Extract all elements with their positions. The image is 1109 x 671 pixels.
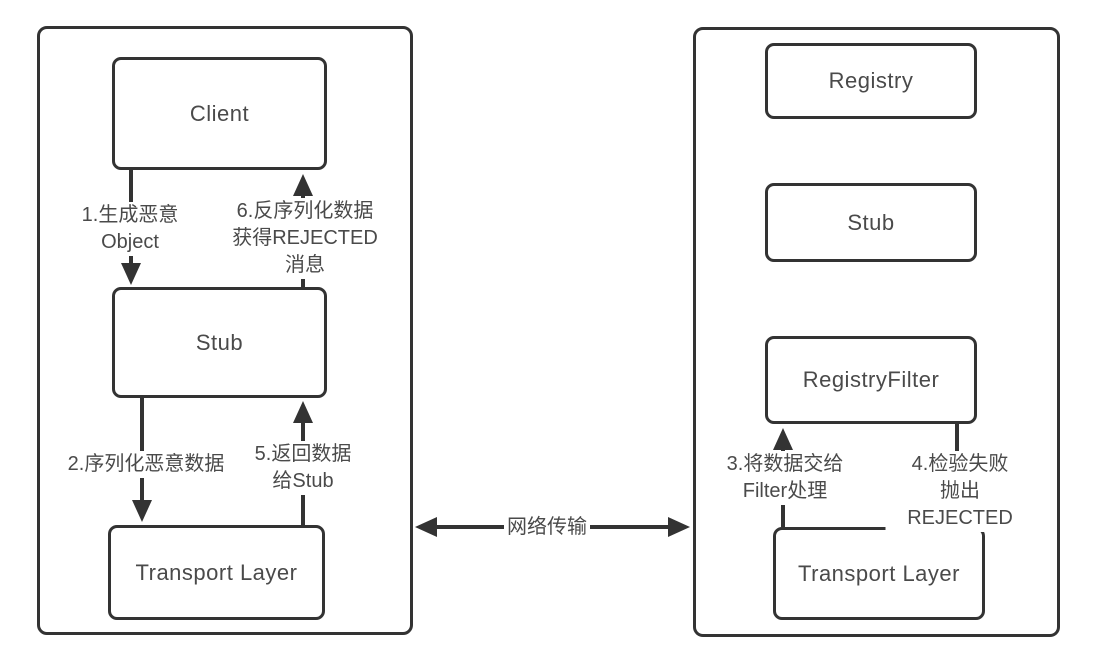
client-side-container [37,26,413,635]
client-transport-layer-label: Transport Layer [135,559,298,585]
label-network-transfer: 网络传输 [504,514,590,541]
server-stub-box: Stub [765,183,977,262]
client-stub-box: Stub [112,287,327,398]
registry-box: Registry [765,43,977,119]
server-stub-box-label: Stub [847,209,895,235]
label-step5: 5.返回数据 给Stub [251,441,355,495]
server-transport-layer-label: Transport Layer [798,560,960,586]
registry-box-label: Registry [828,68,914,93]
registry-filter-box-label: RegistryFilter [802,367,940,392]
client-stub-box-label: Stub [195,329,244,355]
server-transport-layer-box: Transport Layer [773,527,985,620]
registry-filter-box: RegistryFilter [765,336,977,424]
label-step4: 4.检验失败 抛出REJECTED [885,451,1035,532]
label-step3: 3.将数据交给 Filter处理 [723,451,847,505]
client-transport-layer-box: Transport Layer [108,525,325,620]
server-side-container [693,27,1060,637]
client-box: Client [112,57,327,170]
label-step2: 2.序列化恶意数据 [64,451,228,478]
label-step6: 6.反序列化数据 获得REJECTED 消息 [229,198,381,279]
client-box-label: Client [189,100,250,126]
label-step1: 1.生成恶意 Object [78,202,182,256]
